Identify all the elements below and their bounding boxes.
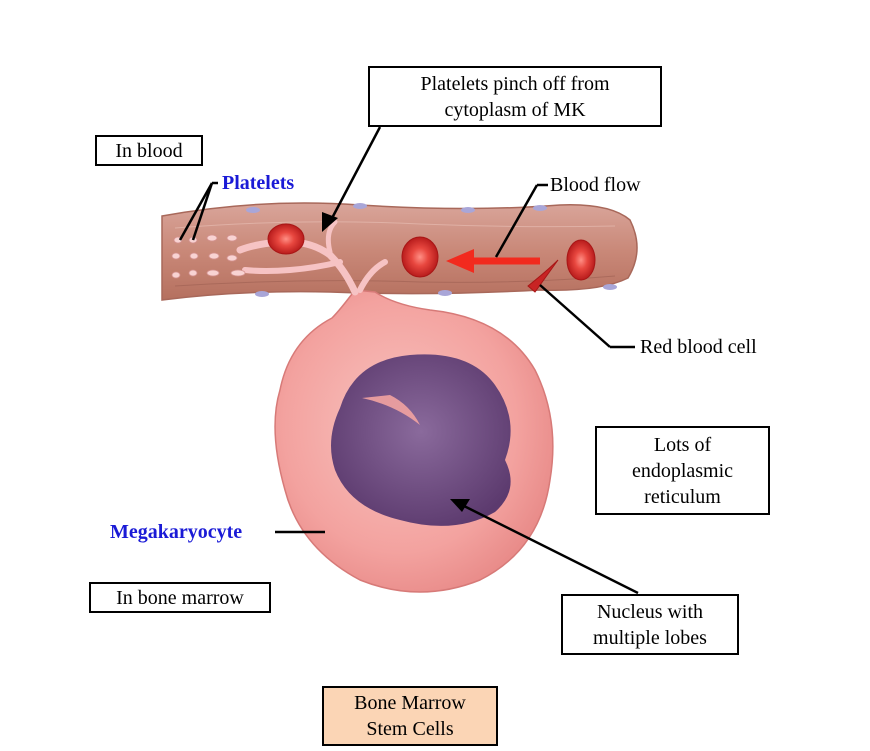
endoplasmic-reticulum-box: Lots of endoplasmic reticulum — [595, 426, 770, 515]
blood-flow-label: Blood flow — [550, 174, 641, 196]
in-bone-marrow-label: In bone marrow — [116, 586, 244, 609]
multilobed-nucleus — [331, 354, 511, 526]
platelets-label: Platelets — [222, 172, 295, 194]
nucleus-box: Nucleus with multiple lobes — [561, 594, 739, 655]
red-blood-cell-label: Red blood cell — [640, 336, 757, 358]
platelets-pinch-line-1: Platelets pinch off from — [420, 72, 610, 95]
blood-vessel — [161, 202, 638, 301]
er-line-1: Lots of — [653, 433, 712, 456]
nucleus-line-1: Nucleus with — [596, 600, 704, 623]
nucleus-line-2: multiple lobes — [593, 626, 707, 649]
platelet-dots — [171, 234, 246, 279]
er-line-3: reticulum — [644, 485, 721, 508]
blood-flow-arrow — [446, 249, 540, 273]
er-line-2: endoplasmic — [631, 459, 734, 482]
in-bone-marrow-box: In bone marrow — [89, 582, 271, 613]
leader-lines — [178, 126, 639, 595]
platelets-pinch-off-box: Platelets pinch off from cytoplasm of MK — [368, 66, 662, 127]
red-blood-cells — [267, 223, 596, 293]
in-blood-label: In blood — [115, 139, 183, 162]
bone-marrow-stem-cells-box: Bone Marrow Stem Cells — [322, 686, 498, 746]
platelets-pinch-line-2: cytoplasm of MK — [444, 98, 586, 121]
stem-cells-line-1: Bone Marrow — [354, 692, 466, 714]
stem-cells-line-2: Stem Cells — [366, 718, 454, 740]
in-blood-box: In blood — [95, 135, 203, 166]
megakaryocyte-label: Megakaryocyte — [110, 521, 243, 543]
